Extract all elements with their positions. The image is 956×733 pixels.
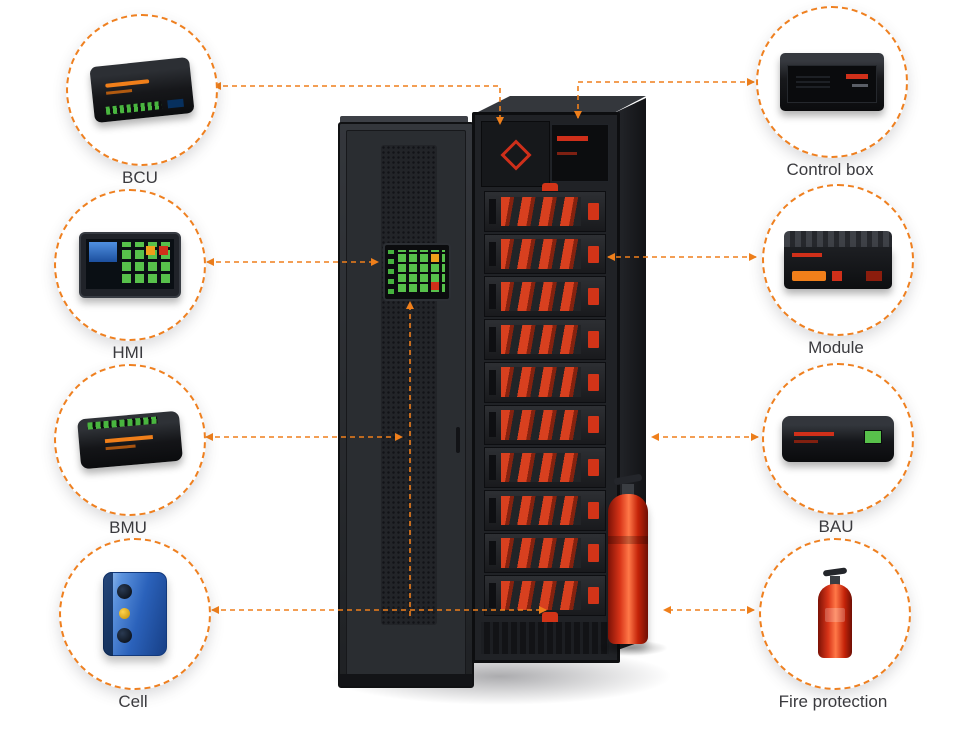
module-latch [488,198,496,224]
battery-module-row [484,276,606,318]
control-box-label-bar [557,136,589,142]
left-cabinet-door [346,130,466,680]
hmi-key-orange [431,254,439,262]
module-tag [588,288,599,306]
module-front [500,367,581,397]
label-bcu: BCU [122,168,158,187]
extinguisher-body [608,494,648,644]
battery-module-stack [484,183,606,626]
callout-bau [762,363,914,515]
label-cell: Cell [118,692,148,711]
hmi-device-icon [79,232,181,298]
battery-module-row [484,361,606,403]
module-tag [588,330,599,348]
battery-module-icon [784,231,892,289]
rack-control-section [481,121,609,187]
module-front [500,452,581,483]
rack-base-vent [481,622,609,654]
module-latch [488,583,496,609]
module-latch [488,455,496,480]
label-bmu: BMU [109,518,147,537]
bcu-device-icon [89,56,195,124]
module-front [500,196,581,227]
callout-cell [59,538,211,690]
extinguisher-shadow [594,640,668,656]
rack-switch-box [481,121,550,187]
battery-module-row [484,532,606,574]
callout-bmu [54,364,206,516]
battery-module-row [484,233,606,275]
battery-cell-icon [103,572,167,656]
label-module: Module [808,338,864,357]
left-cabinet-plinth [340,674,472,686]
module-front [500,538,581,568]
bau-device-icon [782,416,894,462]
fire-extinguisher [606,473,650,648]
module-front [500,324,581,355]
module-tag [588,459,599,477]
extinguisher-valve [622,484,634,496]
battery-module-row [484,319,606,360]
door-vent-grille [381,145,437,625]
module-tag [588,587,599,605]
module-latch [488,369,496,395]
label-bau: BAU [818,517,854,536]
battery-module-row [484,404,606,446]
module-tag [588,245,599,263]
door-hmi-panel [383,243,451,301]
module-latch [488,540,496,566]
hmi-led-column [388,250,394,294]
callout-control-box [756,6,908,158]
right-cabinet [472,112,620,663]
module-tag [588,202,599,220]
module-front [500,239,581,269]
module-front [500,410,581,440]
battery-module-row [484,489,606,531]
module-tag [588,544,599,562]
module-latch [488,412,496,438]
label-control-box: Control box [786,160,874,179]
module-latch [488,327,496,352]
bmu-device-icon [77,410,183,470]
battery-module-row [484,447,606,488]
callout-hmi [54,189,206,341]
module-tag [588,416,599,434]
module-latch [488,284,496,310]
rack-control-box [550,124,609,183]
hmi-key-red [431,282,439,290]
door-handle [456,427,460,453]
fire-extinguisher-icon [813,567,857,660]
module-latch [488,497,496,523]
module-front [500,580,581,611]
module-tag [588,373,599,391]
label-hmi: HMI [112,343,144,362]
callout-module [762,184,914,336]
hmi-key-grid [398,250,445,294]
module-tag [588,501,599,519]
control-box-icon [780,53,884,111]
left-cabinet [338,122,474,688]
battery-module-row [484,191,606,232]
callout-fire-protection [759,538,911,690]
control-box-label-bar-2 [557,152,578,156]
extinguisher-band [608,536,648,544]
module-latch [488,241,496,267]
label-fire-protection: Fire protection [778,692,888,711]
callout-bcu [66,14,218,166]
module-front [500,495,581,525]
module-front [500,282,581,312]
